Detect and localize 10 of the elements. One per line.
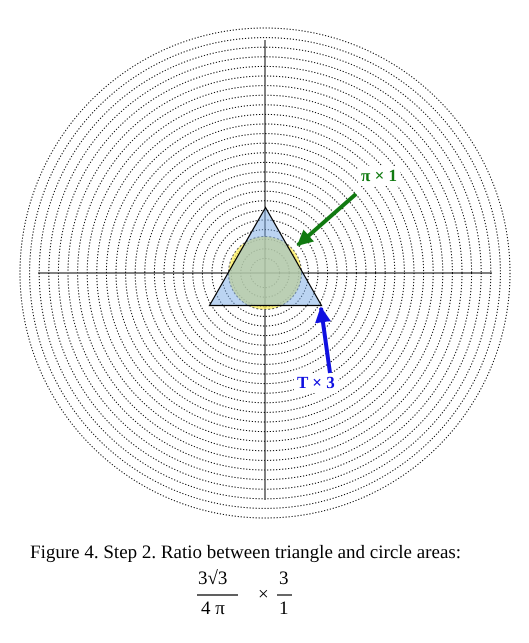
fraction-denominator: 1 [279,598,288,620]
fraction-denominator: 4 π [201,598,225,620]
arrow [315,306,332,374]
multiplication-sign: × [258,584,269,606]
triangle [209,207,322,306]
callout-label: T × 3 [294,373,338,393]
fraction-numerator: 3 [279,568,288,590]
figure-caption: Figure 4. Step 2. Ratio between triangle and circle areas: [30,542,462,564]
callout-label: π × 1 [358,166,400,186]
fraction-numerator: 3√3 [198,568,228,590]
